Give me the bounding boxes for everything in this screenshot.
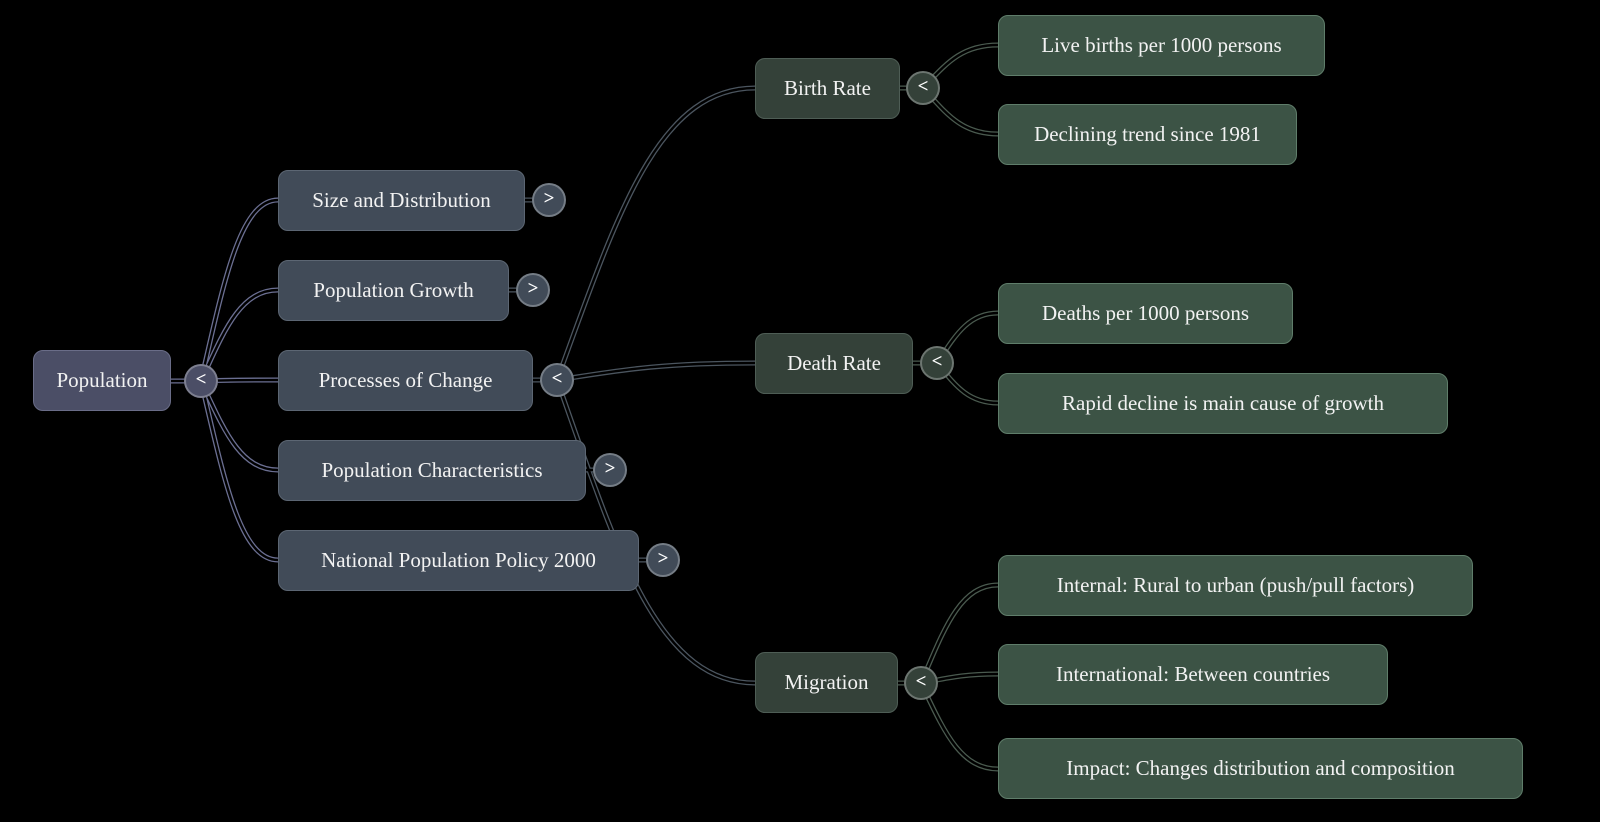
leaf-international-migration[interactable]: International: Between countries <box>998 644 1388 705</box>
link-core <box>199 379 280 472</box>
node-migration[interactable]: Migration <box>755 652 898 713</box>
node-population-growth[interactable]: Population Growth <box>278 260 509 321</box>
link-core <box>919 681 1000 771</box>
leaf-deaths-per-1000[interactable]: Deaths per 1000 persons <box>998 283 1293 344</box>
link-migration-leaf-1 <box>918 582 1001 686</box>
link-core <box>199 198 280 383</box>
link-core <box>555 361 757 382</box>
leaf-declining-trend[interactable]: Declining trend since 1981 <box>998 104 1297 165</box>
node-national-population-policy-2000[interactable]: National Population Policy 2000 <box>278 530 639 591</box>
leaf-live-births[interactable]: Live births per 1000 persons <box>998 15 1325 76</box>
link-core <box>555 86 757 382</box>
link-migration-leaf-3 <box>918 680 1001 772</box>
link-core <box>919 583 1000 685</box>
node-population[interactable]: Population <box>33 350 171 411</box>
node-population-characteristics[interactable]: Population Characteristics <box>278 440 586 501</box>
expand-toggle-population-growth[interactable]: > <box>516 273 550 307</box>
leaf-rapid-decline[interactable]: Rapid decline is main cause of growth <box>998 373 1448 434</box>
collapse-toggle-migration[interactable]: < <box>904 666 938 700</box>
leaf-internal-migration[interactable]: Internal: Rural to urban (push/pull fact… <box>998 555 1473 616</box>
leaf-migration-impact[interactable]: Impact: Changes distribution and composi… <box>998 738 1523 799</box>
collapse-toggle-birth-rate[interactable]: < <box>906 71 940 105</box>
collapse-toggle-death-rate[interactable]: < <box>920 346 954 380</box>
collapse-toggle-population[interactable]: < <box>184 364 218 398</box>
expand-toggle-national-population-policy-2000[interactable]: > <box>646 543 680 577</box>
expand-toggle-size-and-distribution[interactable]: > <box>532 183 566 217</box>
collapse-toggle-processes-of-change[interactable]: < <box>540 363 574 397</box>
link-core <box>199 379 280 562</box>
node-processes-of-change[interactable]: Processes of Change <box>278 350 533 411</box>
node-death-rate[interactable]: Death Rate <box>755 333 913 394</box>
node-birth-rate[interactable]: Birth Rate <box>755 58 900 119</box>
node-size-and-distribution[interactable]: Size and Distribution <box>278 170 525 231</box>
expand-toggle-population-characteristics[interactable]: > <box>593 453 627 487</box>
link-processes-birth-rate <box>554 85 758 383</box>
